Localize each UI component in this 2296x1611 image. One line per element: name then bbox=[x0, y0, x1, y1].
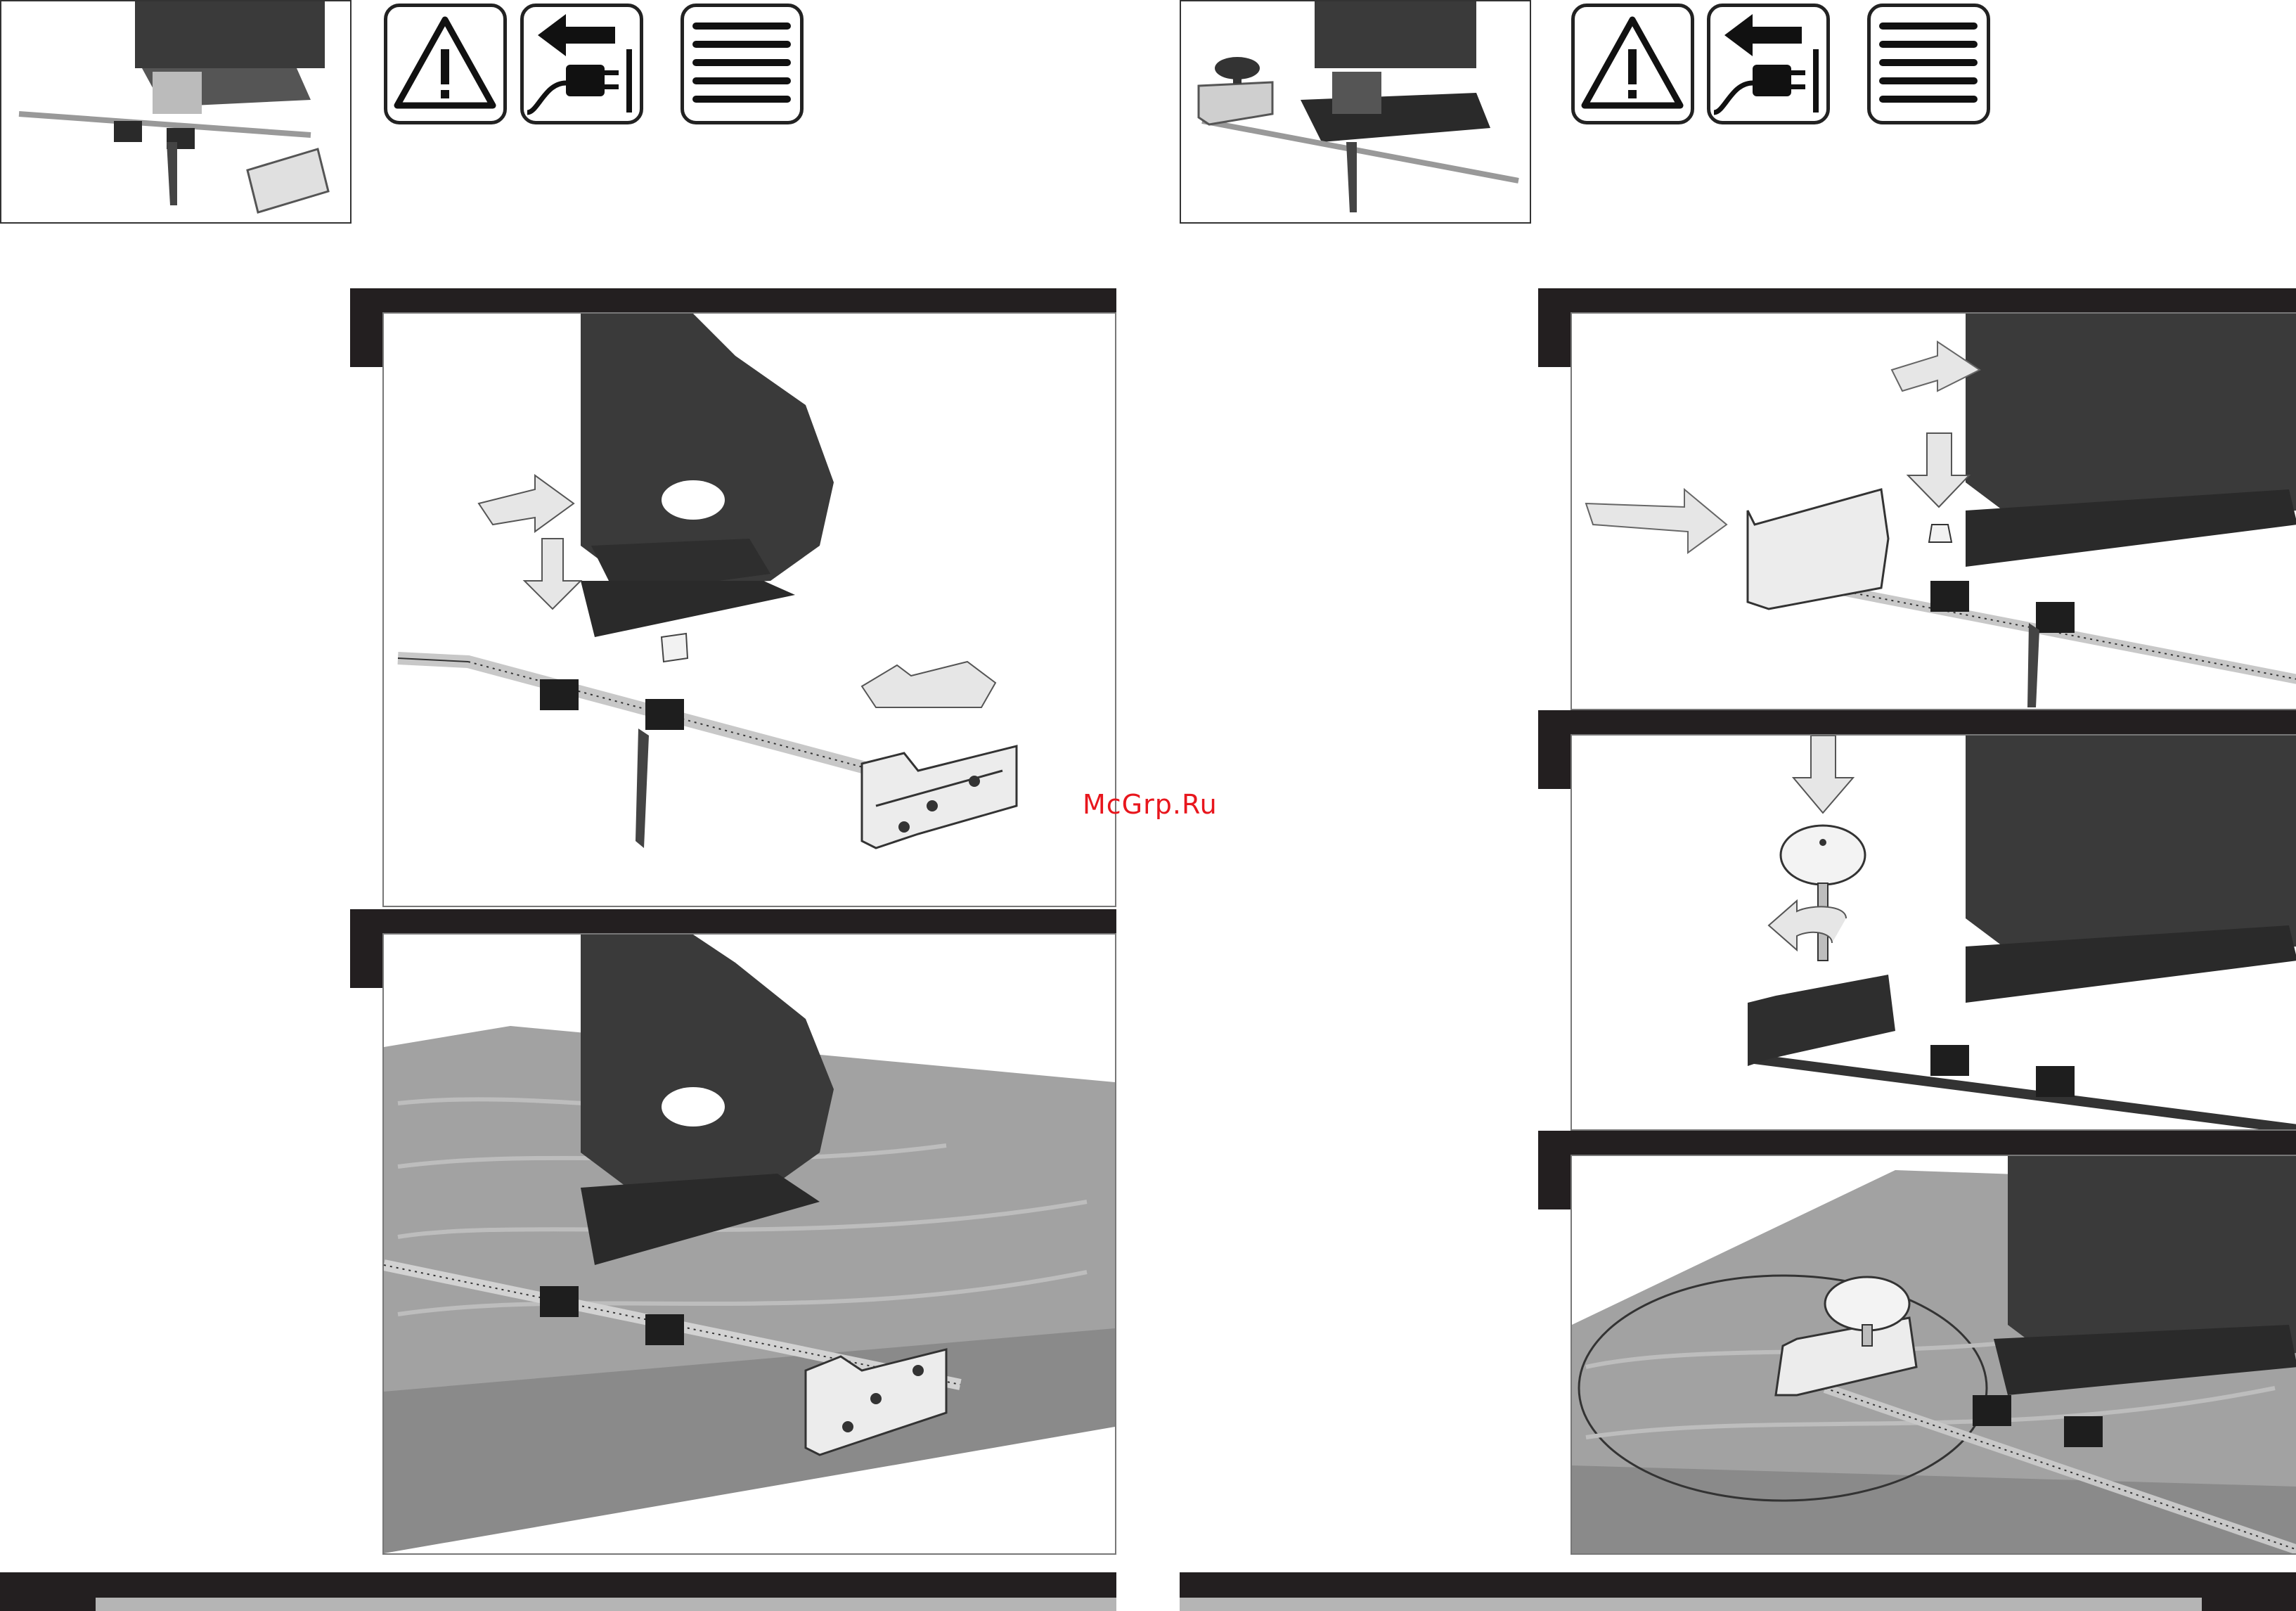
mount-center-pin-knob-illustration bbox=[1572, 736, 2296, 1129]
parallel-cut-on-board-illustration bbox=[384, 935, 1115, 1553]
thumbnail-left bbox=[0, 0, 352, 224]
accessory-list-icon bbox=[684, 7, 800, 121]
figure-5-header-bar bbox=[1538, 1131, 2296, 1155]
figure-3-header-bar bbox=[1538, 288, 2296, 312]
figure-3-panel bbox=[1571, 312, 2296, 710]
jigsaw-with-circle-guide-icon bbox=[1181, 1, 1530, 222]
watermark: McGrp.Ru bbox=[1083, 789, 1218, 820]
warning-triangle-icon bbox=[1575, 7, 1691, 121]
unplug-symbol-left bbox=[520, 4, 643, 124]
thumbnail-right bbox=[1180, 0, 1531, 224]
figure-4-header-bar bbox=[1538, 710, 2296, 734]
figure-1-header-bar bbox=[350, 288, 1116, 312]
warning-triangle-icon bbox=[387, 7, 503, 121]
insert-guide-reversed-illustration bbox=[1572, 314, 2296, 709]
unplug-symbol-right bbox=[1707, 4, 1830, 124]
figure-2-panel bbox=[382, 933, 1116, 1555]
figure-1-panel bbox=[382, 312, 1116, 907]
figure-2-header-bar bbox=[350, 909, 1116, 933]
attach-parallel-guide-illustration bbox=[384, 314, 1115, 906]
figure-4-panel bbox=[1571, 734, 2296, 1131]
footer-strip-left bbox=[96, 1598, 1116, 1611]
circle-cut-on-board-illustration bbox=[1572, 1156, 2296, 1553]
figure-5-panel bbox=[1571, 1155, 2296, 1555]
accessory-list-symbol-left bbox=[681, 4, 804, 124]
unplug-icon bbox=[524, 7, 640, 121]
warning-symbol-left bbox=[384, 4, 507, 124]
unplug-icon bbox=[1710, 7, 1826, 121]
warning-symbol-right bbox=[1571, 4, 1694, 124]
accessory-list-symbol-right bbox=[1867, 4, 1990, 124]
accessory-list-icon bbox=[1871, 7, 1987, 121]
jigsaw-with-parallel-guide-icon bbox=[1, 1, 350, 222]
footer-strip-right bbox=[1180, 1598, 2202, 1611]
